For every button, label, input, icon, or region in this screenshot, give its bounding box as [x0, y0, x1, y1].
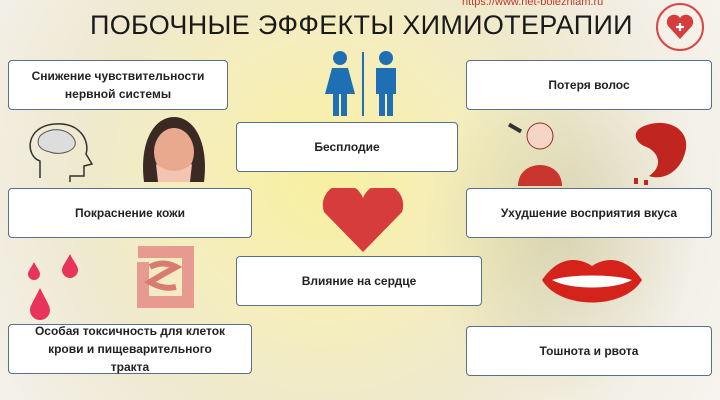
skin-redness-face-icon [143, 117, 205, 182]
intestines-icon [137, 246, 194, 308]
svg-text:✚: ✚ [675, 22, 684, 34]
effect-skin: Покраснение кожи [8, 188, 252, 238]
effect-infertility: Бесплодие [236, 122, 458, 172]
site-logo: ✚ [656, 3, 704, 51]
blood-drops-icon [28, 254, 78, 320]
male-female-icon [325, 51, 396, 116]
lips-icon [542, 259, 642, 303]
effect-hair: Потеря волос [466, 60, 712, 110]
brain-head-icon [29, 123, 94, 182]
effect-nausea: Тошнота и рвота [466, 326, 712, 376]
effect-heart: Влияние на сердце [236, 256, 482, 306]
hair-loss-woman-icon [507, 122, 562, 186]
effect-toxicity: Особая токсичность для клеток крови и пи… [8, 324, 252, 374]
hair-loss-silhouette-icon [634, 122, 687, 185]
page-title: ПОБОЧНЫЕ ЭФФЕКТЫ ХИМИОТЕРАПИИ [90, 10, 633, 40]
effect-taste: Ухудшение восприятия вкуса [466, 188, 712, 238]
heart-icon [322, 188, 404, 252]
heart-logo-icon: ✚ [666, 14, 694, 39]
effect-nerve: Снижение чувствительности нервной систем… [8, 60, 228, 110]
source-url[interactable]: https://www.net-bolezniam.ru [462, 0, 604, 8]
